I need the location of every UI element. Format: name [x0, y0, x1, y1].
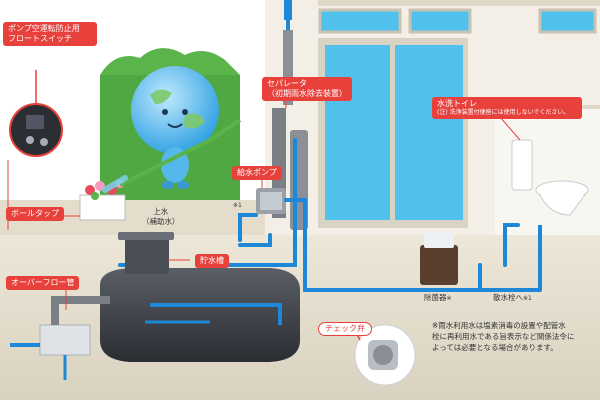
flower-box — [79, 194, 126, 221]
sprinkler-mark: ※1 — [523, 295, 532, 302]
rain-drop-mascot-icon — [102, 66, 242, 193]
check-valve-icon — [354, 324, 416, 386]
sprinkler-text: 散水栓へ — [493, 293, 523, 302]
float-switch-label: ポンプ空運転防止用 フロートスイッチ — [3, 22, 97, 46]
separator-label: セパレータ （初期雨水除去装置） — [262, 77, 352, 101]
float-switch-icon — [9, 70, 63, 157]
sterilizer-text: 除菌器 — [424, 293, 447, 302]
overflow-pipe-label: オーバーフロー管 — [6, 276, 80, 290]
feed-pump-label: 給水ポンプ — [232, 166, 282, 180]
storage-tank — [100, 232, 300, 362]
toilet-room — [495, 105, 600, 235]
ball-tap-label: ボールタップ — [6, 207, 64, 221]
gutter-pipe — [284, 0, 292, 20]
rainwater-footnote: ※雨水利用水は塩素消毒の設置や配管水 栓に再利用水である旨表示など関係法令に よ… — [432, 321, 575, 352]
flush-toilet-label: 水洗トイレ (注) 洗浄装置付便座には使用しないでください。 — [432, 97, 582, 119]
sprinkler-label: 散水栓へ※1 — [493, 293, 532, 304]
overflow-box — [39, 324, 91, 356]
pump-footnote-mark: ※1 — [233, 202, 242, 209]
tank-label: 貯水槽 — [195, 254, 229, 268]
upper-water-label: 上水 （補助水） — [142, 207, 180, 226]
sterilizer-label: 除菌器※ — [424, 293, 452, 304]
sterilizer-mark: ※ — [446, 295, 452, 302]
sterilizer-icon — [420, 232, 458, 285]
windows — [318, 8, 597, 228]
toilet-note: (注) 洗浄装置付便座には使用しないでください。 — [437, 109, 570, 116]
flush-toilet-title: 水洗トイレ — [437, 99, 477, 108]
toilet-icon — [511, 139, 589, 216]
check-valve-label: チェック弁 — [318, 322, 372, 336]
